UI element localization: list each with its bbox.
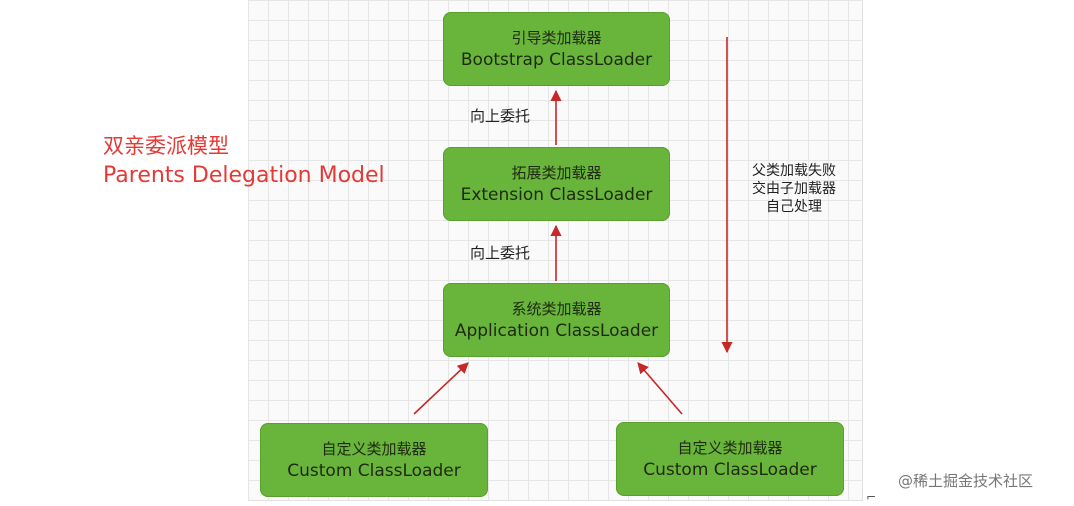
custom-left-cn-label: 自定义类加载器: [321, 440, 427, 458]
bootstrap-en-label: Bootstrap ClassLoader: [460, 50, 653, 70]
bootstrap-classloader-node: 引导类加载器 Bootstrap ClassLoader: [443, 12, 670, 86]
diagram-title-en: Parents Delegation Model: [103, 163, 385, 188]
fallback-note-line-2: 交由子加载器: [752, 181, 836, 197]
diagram-title-cn: 双亲委派模型: [103, 134, 229, 158]
custom-right-cn-label: 自定义类加载器: [677, 439, 783, 457]
extension-en-label: Extension ClassLoader: [460, 185, 653, 205]
custom-classloader-right-node: 自定义类加载器 Custom ClassLoader: [616, 422, 844, 496]
watermark: @稀土掘金技术社区: [898, 472, 1034, 490]
fallback-note: 父类加载失败 交由子加载器 自己处理: [738, 162, 850, 216]
extension-cn-label: 拓展类加载器: [511, 164, 602, 182]
corner-resize-icon: ⌐: [866, 490, 877, 504]
application-classloader-node: 系统类加载器 Application ClassLoader: [443, 283, 670, 357]
fallback-note-line-3: 自己处理: [766, 199, 822, 215]
custom-left-en-label: Custom ClassLoader: [287, 461, 461, 481]
arrow-custom-left-to-application: [413, 362, 469, 415]
fallback-note-line-1: 父类加载失败: [752, 163, 836, 179]
delegate-up-label-1: 向上委托: [470, 107, 531, 125]
application-en-label: Application ClassLoader: [454, 321, 659, 341]
application-cn-label: 系统类加载器: [511, 300, 602, 318]
custom-classloader-left-node: 自定义类加载器 Custom ClassLoader: [260, 423, 488, 497]
bootstrap-cn-label: 引导类加载器: [511, 29, 602, 47]
arrow-custom-right-to-application: [637, 362, 683, 415]
custom-right-en-label: Custom ClassLoader: [643, 460, 817, 480]
delegate-up-label-2: 向上委托: [470, 244, 531, 262]
extension-classloader-node: 拓展类加载器 Extension ClassLoader: [443, 147, 670, 221]
